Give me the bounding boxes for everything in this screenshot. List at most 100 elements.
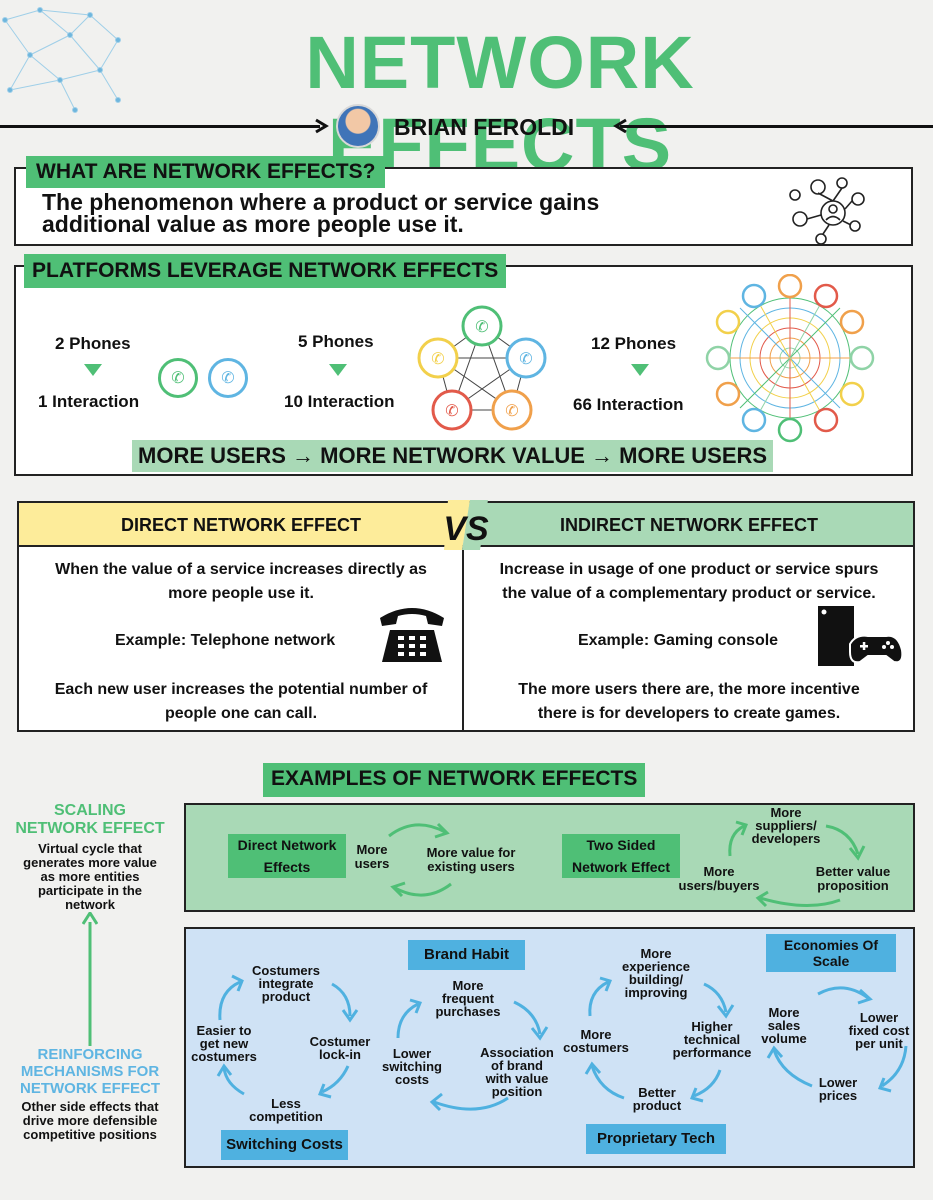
brand-right-2: of brand <box>491 1058 543 1073</box>
two-sided-right-2: proposition <box>817 878 889 893</box>
svg-text:✆: ✆ <box>519 351 532 368</box>
brand-top-1: More <box>452 978 484 993</box>
switching-cycle-arrows <box>216 974 359 1099</box>
tech-left-2: costumers <box>563 1040 629 1055</box>
arrow-left-icon <box>613 118 627 134</box>
direct-value-1: More value for <box>426 845 516 860</box>
right-rule <box>620 125 933 128</box>
tech-top-3: building/ <box>628 972 684 987</box>
direct-cycle-arrows <box>388 822 452 898</box>
two-sided-top-3: developers <box>751 831 821 846</box>
scale-right-3: per unit <box>855 1036 903 1051</box>
switching-top-3: product <box>261 989 311 1004</box>
switching-top-1: Costumers <box>252 963 320 978</box>
reinforcing-desc-1: Other side effects that <box>21 1099 159 1114</box>
brand-top-3: purchases <box>435 1004 501 1019</box>
definition-label: WHAT ARE NETWORK EFFECTS? <box>26 156 386 188</box>
scaling-desc-5: network <box>65 897 115 912</box>
scale-tag: Economies Of Scale <box>766 934 896 972</box>
tech-right-2: technical <box>683 1032 741 1047</box>
direct-header: DIRECT NETWORK EFFECT <box>19 503 463 547</box>
group1-phones: 2 Phones <box>55 334 131 353</box>
svg-text:✆: ✆ <box>431 351 444 368</box>
vs-icon: VS <box>443 500 489 550</box>
indirect-note-2: there is for developers to create games. <box>537 705 841 722</box>
direct-value-2: existing users <box>427 859 515 874</box>
tech-left-1: More <box>580 1027 612 1042</box>
svg-text:✆: ✆ <box>445 403 458 420</box>
definition-text-1: The phenomenon where a product or servic… <box>42 189 600 215</box>
group3-phones: 12 Phones <box>591 334 677 353</box>
group2-down-arrow <box>329 364 347 376</box>
group2-interactions: 10 Interaction <box>284 392 395 411</box>
switching-top-2: integrate <box>258 976 314 991</box>
scaling-desc-1: Virtual cycle that <box>38 841 142 856</box>
game-console-icon <box>818 606 904 666</box>
direct-tag: Direct Network Effects <box>228 834 346 878</box>
two-sided-tag-line2: Network Effect <box>571 859 671 875</box>
people-network-icon <box>789 177 865 245</box>
phone-icon: ✆ <box>208 358 248 398</box>
tech-bottom-1: Better <box>638 1085 676 1100</box>
brand-left-3: costs <box>395 1072 429 1087</box>
five-phone-network: ✆ ✆ ✆ ✆ ✆ <box>417 305 547 431</box>
avatar <box>336 104 380 148</box>
switching-left-3: costumers <box>191 1049 257 1064</box>
network-decoration <box>2 7 121 113</box>
brand-left-1: Lower <box>392 1046 432 1061</box>
reinforcing-desc-2: drive more defensible <box>22 1113 158 1128</box>
group1-down-arrow <box>84 364 102 376</box>
author-name: BRIAN FEROLDI <box>394 114 575 140</box>
direct-definition-2: more people use it. <box>168 585 314 602</box>
tech-cycle-arrows <box>584 976 735 1103</box>
scale-right-2: fixed cost <box>848 1023 910 1038</box>
reinforcing-desc-3: competitive positions <box>23 1127 157 1142</box>
reinforcing-title-3: NETWORK EFFECT <box>20 1080 160 1097</box>
switching-bottom-1: Less <box>271 1096 301 1111</box>
direct-note-2: people one can call. <box>164 705 318 722</box>
scale-left-3: volume <box>761 1031 807 1046</box>
switching-left-1: Easier to <box>196 1023 252 1038</box>
indirect-definition-1: Increase in usage of one product or serv… <box>499 561 879 578</box>
switching-left-2: get new <box>199 1036 249 1051</box>
scaling-desc-4: participate in the <box>37 883 143 898</box>
twelve-phone-network <box>705 274 875 443</box>
tech-top-2: experience <box>622 959 690 974</box>
two-sided-top-1: More <box>770 805 802 820</box>
indirect-header: INDIRECT NETWORK EFFECT <box>465 503 913 547</box>
tech-top-4: improving <box>624 985 688 1000</box>
switching-right-2: lock-in <box>319 1047 361 1062</box>
tech-top-1: More <box>640 946 672 961</box>
brand-tag: Brand Habit <box>408 940 525 970</box>
tech-bottom-2: product <box>632 1098 682 1113</box>
direct-more-users-1: More <box>356 842 388 857</box>
direct-example: Example: Telephone network <box>115 632 336 649</box>
svg-text:VS: VS <box>443 510 489 548</box>
brand-right-1: Association <box>480 1045 554 1060</box>
two-sided-tag-line1: Two Sided <box>586 837 656 853</box>
scaling-title-2: NETWORK EFFECT <box>15 820 165 837</box>
svg-text:✆: ✆ <box>475 319 488 336</box>
direct-definition-1: When the value of a service increases di… <box>55 561 427 578</box>
two-sided-right-1: Better value <box>815 864 891 879</box>
page-title: NETWORK EFFECTS <box>305 21 695 186</box>
scale-bottom-2: prices <box>818 1088 858 1103</box>
indirect-definition-2: the value of a complementary product or … <box>502 585 876 602</box>
scale-cycle-arrows <box>766 986 908 1093</box>
comparison-divider <box>462 547 464 731</box>
direct-note-1: Each new user increases the potential nu… <box>54 681 428 698</box>
tech-tag: Proprietary Tech <box>586 1124 726 1154</box>
brand-top-2: frequent <box>442 991 494 1006</box>
switching-right-1: Costumer <box>309 1034 371 1049</box>
tech-right-3: performance <box>672 1045 752 1060</box>
scale-left-2: sales <box>767 1018 801 1033</box>
scaling-desc-3: as more entities <box>40 869 140 884</box>
platforms-label: PLATFORMS LEVERAGE NETWORK EFFECTS <box>24 254 507 288</box>
group3-interactions: 66 Interaction <box>573 395 684 414</box>
brand-left-2: switching <box>382 1059 442 1074</box>
reinforcing-title-1: REINFORCING <box>37 1046 143 1063</box>
brand-right-3: with value <box>485 1071 549 1086</box>
group1-interactions: 1 Interaction <box>38 392 140 411</box>
platforms-cycle-banner: MORE USERS → MORE NETWORK VALUE → MORE U… <box>132 440 774 472</box>
left-rule <box>0 125 320 128</box>
